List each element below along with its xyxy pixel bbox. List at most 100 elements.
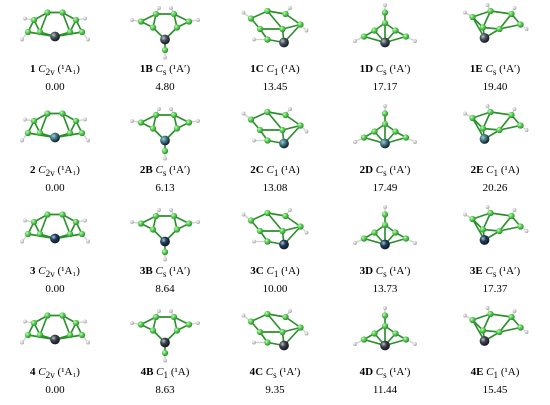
carbon-atom-icon bbox=[152, 212, 160, 220]
isomer-id: 4B bbox=[140, 366, 154, 378]
isomer-label: 2 C2v (¹A₁) bbox=[0, 164, 110, 180]
carbon-atom-icon bbox=[381, 211, 389, 218]
carbon-atom-icon bbox=[360, 33, 368, 40]
isomer-cell-1D: 1D Cs (¹A′)17.17 bbox=[330, 0, 440, 101]
carbon-atom-icon bbox=[161, 349, 169, 357]
carbon-atom-icon bbox=[282, 10, 289, 18]
carbon-atom-icon bbox=[487, 108, 494, 116]
carbon-atom-icon bbox=[149, 24, 157, 31]
point-group: C bbox=[375, 265, 384, 277]
relative-energy: 8.63 bbox=[155, 384, 175, 396]
hydrogen-atom-icon bbox=[20, 138, 24, 143]
carbon-atom-icon bbox=[392, 27, 399, 34]
hydrogen-atom-icon bbox=[20, 340, 24, 345]
molecule-structure bbox=[20, 312, 90, 345]
hydrogen-atom-icon bbox=[196, 220, 200, 224]
hydrogen-atom-icon bbox=[485, 205, 490, 209]
point-group-subscript: s bbox=[492, 67, 497, 78]
electronic-state: (¹A′) bbox=[389, 265, 411, 277]
hydrogen-atom-icon bbox=[288, 208, 292, 212]
hydrogen-atom-icon bbox=[86, 37, 90, 42]
point-group: C bbox=[156, 366, 164, 378]
hydrogen-atom-icon bbox=[304, 230, 309, 235]
bond bbox=[39, 314, 49, 336]
metal-atom-icon bbox=[279, 37, 289, 48]
carbon-atom-icon bbox=[161, 46, 169, 54]
metal-atom-icon bbox=[50, 334, 60, 345]
hydrogen-atom-icon bbox=[383, 3, 387, 7]
electronic-state: (¹A) bbox=[500, 366, 520, 378]
carbon-atom-icon bbox=[44, 9, 51, 16]
carbon-atom-icon bbox=[264, 209, 271, 217]
hydrogen-atom-icon bbox=[169, 208, 173, 212]
carbon-atom-icon bbox=[72, 218, 80, 226]
bond bbox=[498, 215, 513, 232]
hydrogen-atom-icon bbox=[383, 205, 387, 209]
isomer-id: 1D bbox=[359, 63, 374, 75]
carbon-atom-icon bbox=[360, 235, 368, 242]
bond bbox=[489, 212, 513, 217]
hydrogen-atom-icon bbox=[196, 18, 200, 22]
hydrogen-atom-icon bbox=[252, 37, 256, 42]
carbon-atom-icon bbox=[517, 21, 524, 28]
bond bbox=[498, 114, 513, 131]
molecule-structure bbox=[463, 306, 529, 346]
carbon-atom-icon bbox=[247, 217, 255, 224]
bond bbox=[498, 225, 522, 232]
relative-energy: 17.37 bbox=[482, 283, 508, 295]
hydrogen-atom-icon bbox=[353, 140, 357, 144]
bond bbox=[471, 212, 492, 220]
hydrogen-atom-icon bbox=[524, 229, 529, 233]
hydrogen-atom-icon bbox=[23, 117, 27, 122]
carbon-atom-icon bbox=[30, 319, 38, 327]
metal-atom-icon bbox=[160, 236, 170, 247]
isomer-id: 4D bbox=[359, 366, 374, 378]
carbon-atom-icon bbox=[402, 336, 410, 343]
point-group-subscript: s bbox=[492, 269, 497, 280]
hydrogen-atom-icon bbox=[304, 129, 309, 134]
carbon-atom-icon bbox=[279, 126, 286, 134]
carbon-atom-icon bbox=[371, 27, 378, 34]
carbon-atom-icon bbox=[469, 316, 476, 324]
carbon-atom-icon bbox=[247, 318, 255, 325]
carbon-atom-icon bbox=[256, 227, 264, 235]
carbon-atom-icon bbox=[264, 310, 271, 318]
relative-energy: 10.00 bbox=[262, 283, 288, 295]
electronic-state: (¹A′) bbox=[169, 63, 191, 75]
carbon-atom-icon bbox=[44, 211, 51, 218]
molecule-structure bbox=[130, 6, 200, 60]
hydrogen-atom-icon bbox=[463, 212, 467, 217]
bond bbox=[489, 10, 513, 15]
carbon-atom-icon bbox=[137, 321, 145, 328]
hydrogen-atom-icon bbox=[23, 16, 27, 21]
carbon-atom-icon bbox=[30, 16, 38, 24]
carbon-atom-icon bbox=[185, 119, 193, 126]
carbon-atom-icon bbox=[161, 248, 169, 256]
hydrogen-atom-icon bbox=[241, 111, 246, 116]
isomer-label: 3C C1 (¹A) bbox=[220, 265, 330, 281]
metal-atom-icon bbox=[160, 34, 170, 45]
metal-atom-icon bbox=[380, 138, 390, 149]
isomer-label: 4 C2v (¹A₁) bbox=[0, 366, 110, 382]
metal-atom-icon bbox=[479, 33, 490, 43]
carbon-atom-icon bbox=[371, 330, 378, 337]
hydrogen-atom-icon bbox=[163, 55, 167, 60]
electronic-state: (¹A′) bbox=[499, 63, 521, 75]
metal-atom-icon bbox=[479, 336, 490, 346]
bond bbox=[498, 326, 522, 333]
molecule-structure bbox=[20, 9, 90, 42]
relative-energy: 17.49 bbox=[372, 182, 398, 194]
point-group-subscript: 1 bbox=[163, 370, 169, 381]
relative-energy: 0.00 bbox=[45, 283, 65, 295]
bond bbox=[471, 313, 492, 321]
carbon-atom-icon bbox=[479, 226, 487, 233]
hydrogen-atom-icon bbox=[353, 241, 357, 245]
electronic-state: (¹A₁) bbox=[57, 366, 80, 378]
hydrogen-atom-icon bbox=[83, 218, 87, 223]
isomer-id: 3C bbox=[250, 265, 264, 277]
relative-energy: 0.00 bbox=[45, 81, 65, 93]
bond bbox=[266, 313, 284, 333]
hydrogen-atom-icon bbox=[252, 138, 256, 143]
isomer-label: 2E C1 (¹A) bbox=[440, 164, 550, 180]
isomer-id: 1B bbox=[139, 63, 153, 75]
